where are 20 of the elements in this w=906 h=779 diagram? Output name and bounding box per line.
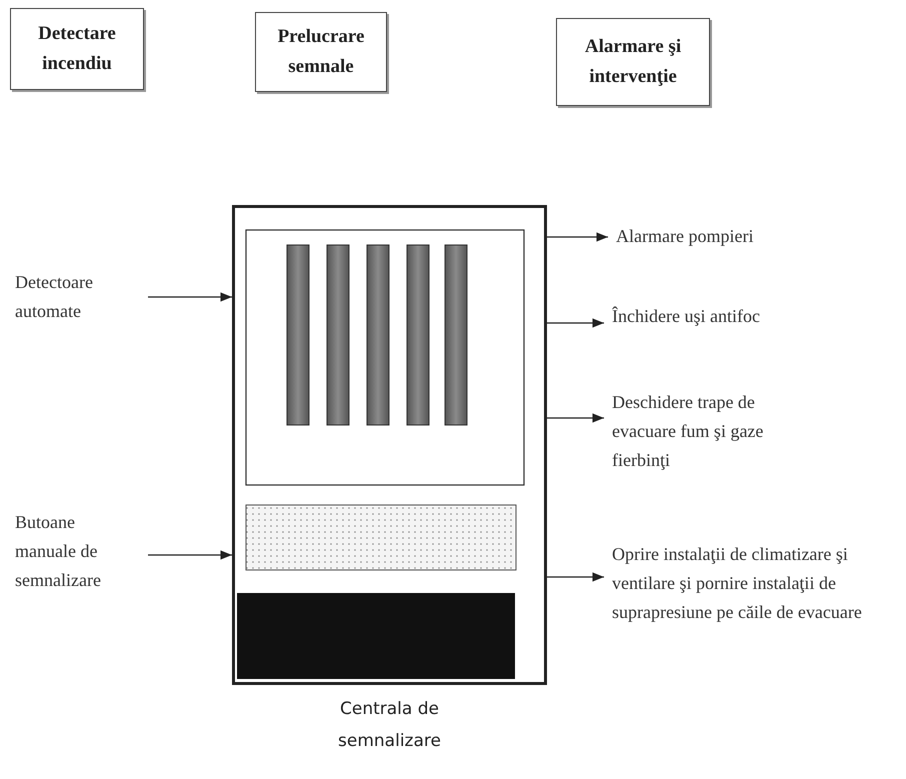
arrow xyxy=(148,292,232,302)
panel-caption: Centrala de semnalizare xyxy=(337,698,442,753)
arrow xyxy=(547,413,604,423)
node-label: Detectoare automate xyxy=(15,271,94,323)
node-label: Butoane manuale de semnalizare xyxy=(15,511,102,592)
arrow xyxy=(148,550,232,560)
header-text: Alarmare şi intervenţie xyxy=(584,35,682,89)
arrow xyxy=(547,232,608,242)
node-label: Deschidere trape de evacuare fum şi gaze fierbinţi xyxy=(612,391,764,472)
arrow xyxy=(547,572,604,582)
node-label: Închidere uşi antifoc xyxy=(612,305,761,328)
header-box xyxy=(255,12,387,92)
arrow xyxy=(547,318,604,328)
header-box xyxy=(556,18,710,106)
header-box xyxy=(10,8,144,90)
node-label: Oprire instalaţii de climatizare şi ventilare şi pornire instalaţii de suprapresiune pe căile de evacuare xyxy=(612,543,863,624)
node-label: Alarmare pompieri xyxy=(616,225,754,248)
header-text: Detectare incendiu xyxy=(37,22,117,76)
header-text: Prelucrare semnale xyxy=(276,25,366,79)
control-panel-drawing xyxy=(232,205,547,685)
